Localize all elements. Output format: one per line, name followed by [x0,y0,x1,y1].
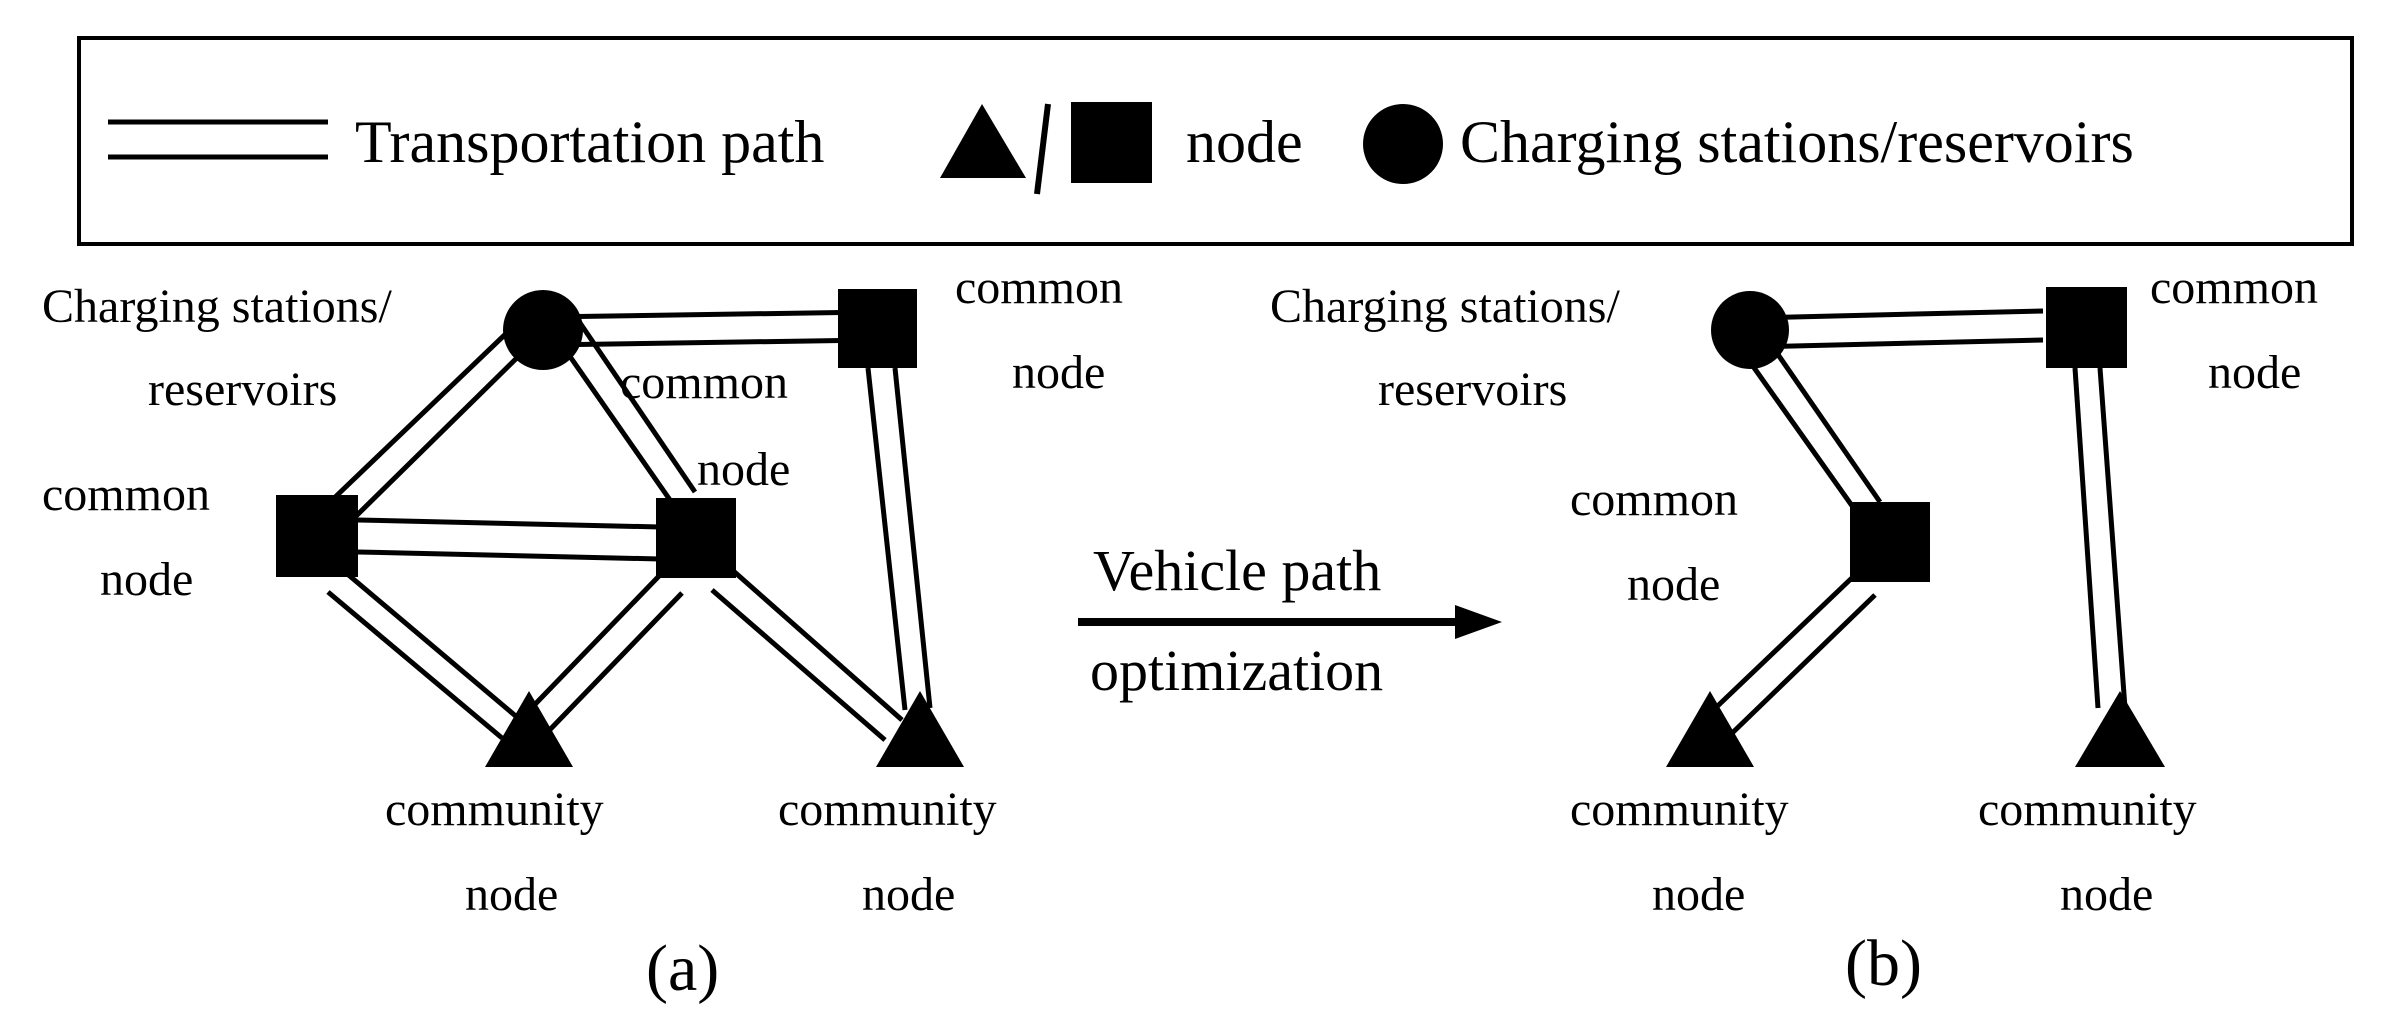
edge-a-station-center [575,318,698,494]
common-b-center-label-line1: common [1570,473,1738,526]
edge-a-station-center [552,333,673,502]
common-node-b-center [1850,502,1930,582]
panel-a-caption: (a) [646,932,719,1005]
community-node-b-left [1666,691,1754,767]
community-a-right-label-line2: node [862,868,955,921]
edge-b-topright-communityright [2072,367,2101,709]
edge-b-center-communityleft [1703,573,1857,720]
edge-a-station-topright [544,309,874,320]
panel-b-edges [1703,308,2128,742]
community-b-left-label-line2: node [1652,868,1745,921]
common-node-b-topright [2046,287,2127,368]
edge-b-station-topright [1749,337,2044,350]
legend-circle-symbol [1363,104,1443,184]
edge-a-left-communityleft [326,590,504,740]
common-a-center-label-line2: node [697,443,790,496]
arrow-label-line2: optimization [1090,638,1383,703]
community-b-right-label-line2: node [2060,868,2153,921]
common-a-left-label-line2: node [100,553,193,606]
legend-frame [77,36,2354,246]
edge-a-center-communityright [710,588,887,742]
legend-square-symbol [1071,102,1152,183]
common-b-center-label-line2: node [1627,558,1720,611]
common-node-a-left [276,495,358,577]
common-node-a-topright [838,289,917,368]
community-b-left-label-line1: community [1570,783,1789,836]
legend-station-label: Charging stations/reservoirs [1460,109,2134,175]
common-node-a-center [656,498,736,578]
community-b-right-label-line1: community [1978,783,2197,836]
edge-b-center-communityleft [1723,593,1877,742]
edge-a-left-center [357,549,661,562]
panel-b: Charging stations/ reservoirs common nod… [1270,261,2318,1000]
edge-a-left-center [357,517,661,530]
edge-b-station-topright [1749,308,2044,321]
station-a-label-line2: reservoirs [148,363,337,416]
station-b-label-line1: Charging stations/ [1270,280,1620,333]
community-node-b-right [2075,691,2165,767]
panel-b-caption: (b) [1845,927,1922,1000]
panel-a: Charging stations/ reservoirs common nod… [42,261,1123,1005]
station-a-node [503,290,583,370]
legend-triangle-symbol [940,104,1026,178]
station-b-node [1711,291,1789,369]
legend-node-label: node [1186,109,1303,175]
community-a-right-label-line1: community [778,783,997,836]
edge-a-center-communityright [728,566,904,722]
edge-a-station-topright [544,337,874,348]
legend: Transportation path node Charging statio… [77,36,2354,246]
community-a-left-label-line2: node [465,868,558,921]
common-a-topright-label-line2: node [1012,346,1105,399]
common-a-center-label-line1: common [620,356,788,409]
edge-a-topright-communityright [892,367,933,709]
edge-b-station-center [1767,341,1883,504]
common-a-left-label-line1: common [42,468,210,521]
legend-symbol-slash [1034,103,1051,195]
edge-a-left-communityleft [343,570,520,720]
community-node-a-left [485,691,573,767]
edge-a-station-left [328,323,517,504]
panel-a-edges [326,309,933,744]
common-a-topright-label-line1: common [955,261,1123,314]
arrow-label-line1: Vehicle path [1093,538,1381,603]
legend-path-label: Transportation path [355,109,824,175]
station-a-label-line1: Charging stations/ [42,280,392,333]
station-b-label-line2: reservoirs [1378,363,1567,416]
optimization-arrow: Vehicle path optimization [1078,538,1502,703]
edge-b-station-center [1742,353,1858,512]
arrow-head [1455,605,1502,639]
edge-b-topright-communityright [2097,367,2128,709]
edge-a-center-communityleft [536,591,684,744]
community-node-a-right [876,691,964,767]
edge-a-topright-communityright [865,367,908,711]
edge-a-center-communityleft [513,573,662,727]
common-b-topright-label-line1: common [2150,261,2318,314]
edge-a-station-left [348,343,532,524]
community-a-left-label-line1: community [385,783,604,836]
common-b-topright-label-line2: node [2208,346,2301,399]
